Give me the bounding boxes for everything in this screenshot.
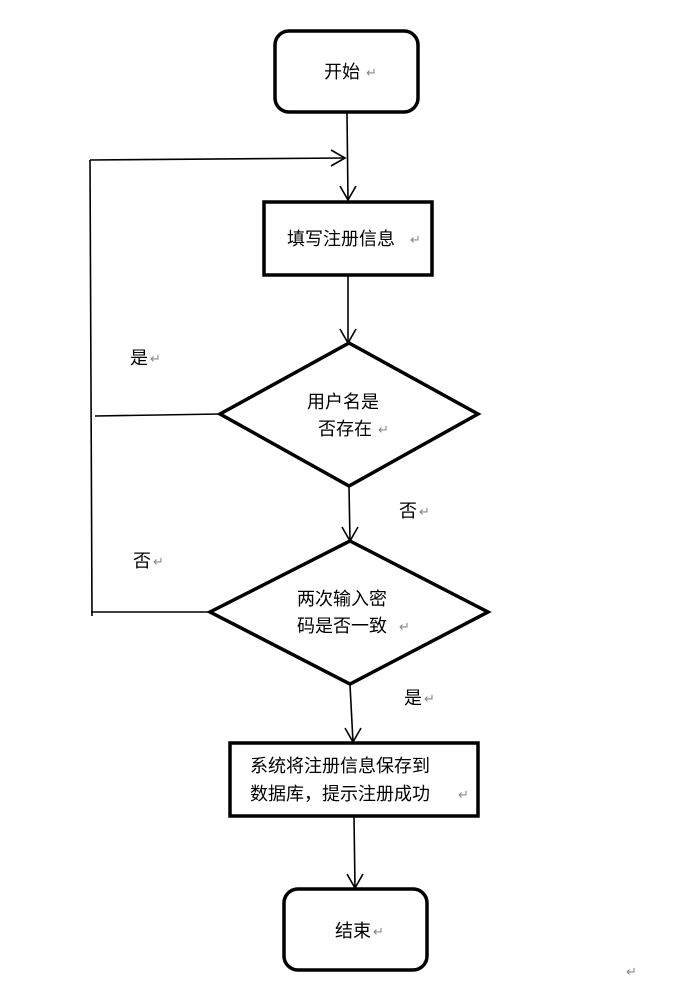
edge-username-to-password — [348, 486, 351, 542]
node-start: 开始 ↵ — [273, 29, 420, 114]
edge-labels: 是 ↵ 否 ↵ 否 ↵ 是 ↵ — [130, 348, 435, 709]
edge-return-vertical — [89, 159, 93, 617]
paragraph-mark: ↵ — [424, 692, 435, 707]
node-username-check: 用户名是 否存在 ↵ — [216, 341, 482, 489]
username-check-decision — [216, 341, 482, 489]
edge-start-to-fill — [346, 112, 349, 201]
paragraph-mark: ↵ — [153, 555, 164, 570]
password-check-line1: 两次输入密 — [297, 589, 387, 610]
save-line1: 系统将注册信息保存到 — [250, 756, 430, 777]
edge-return-horizontal — [89, 157, 346, 161]
paragraph-mark: ↵ — [366, 66, 377, 81]
password-check-decision — [206, 539, 492, 686]
paragraph-mark: ↵ — [458, 788, 469, 803]
save-process — [228, 741, 480, 818]
edge-label-username-yes: 是 — [130, 348, 148, 369]
username-check-line2: 否存在 — [318, 419, 372, 440]
fill-info-process — [262, 200, 434, 277]
edge-label-password-no: 否 — [133, 551, 151, 572]
paragraph-mark: ↵ — [373, 925, 384, 940]
arrowhead-return — [330, 149, 347, 167]
edge-save-to-end — [353, 816, 356, 889]
end-label: 结束 — [335, 921, 371, 942]
edge-label-username-no: 否 — [399, 501, 417, 522]
edge-password-to-save — [349, 684, 354, 743]
password-check-line2: 码是否一致 — [297, 616, 387, 637]
edge-username-yes-left — [94, 413, 221, 417]
username-check-line1: 用户名是 — [307, 392, 379, 413]
connectors — [89, 112, 364, 890]
paragraph-mark: ↵ — [419, 505, 430, 520]
paragraph-mark: ↵ — [410, 233, 421, 248]
node-save: 系统将注册信息保存到 数据库，提示注册成功 ↵ — [228, 741, 480, 818]
end-terminal — [282, 887, 429, 972]
arrowhead-fill — [339, 185, 357, 202]
save-line2: 数据库，提示注册成功 — [250, 784, 430, 805]
node-password-check: 两次输入密 码是否一致 ↵ — [206, 539, 492, 686]
fill-info-label: 填写注册信息 — [287, 229, 395, 250]
paragraph-mark: ↵ — [150, 352, 161, 367]
node-end: 结束 ↵ — [282, 887, 429, 972]
edge-label-password-yes: 是 — [404, 688, 422, 709]
paragraph-mark: ↵ — [378, 423, 389, 438]
node-fill-info: 填写注册信息 ↵ — [262, 200, 434, 277]
start-label: 开始 — [324, 62, 360, 83]
start-terminal — [273, 29, 420, 114]
paragraph-mark: ↵ — [626, 965, 637, 980]
paragraph-mark: ↵ — [399, 620, 410, 635]
